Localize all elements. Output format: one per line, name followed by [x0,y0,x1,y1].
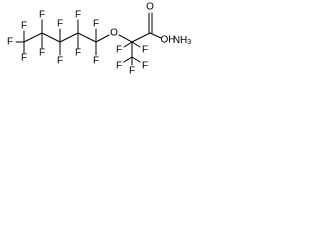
atom-f-cf3-right: F [142,61,148,72]
bond-calpha-ccooh [131,32,151,43]
atom-hydroxyl: OH [161,35,176,46]
atom-f-alpha-right: F [142,45,148,56]
bond-c-oh [149,32,162,39]
bond-c4-c5 [77,32,97,43]
atom-f-c2-top: F [39,10,45,21]
structure-diagram: F F F F F F F F F F F O F F F F F O OH N… [0,0,200,79]
atom-f-c2-bottom: F [39,48,45,59]
atom-f-c4-bottom: F [75,48,81,59]
bond-o-calpha [118,34,133,43]
atom-ether-oxygen: O [110,28,118,39]
atom-f-c4-top: F [75,10,81,21]
bond-calpha-f-right [131,41,141,48]
ammonia-label: NH [173,35,187,46]
atom-f-c3-top: F [57,19,63,30]
bond-cf3-f-left [123,56,133,63]
atom-f-c1-left: F [7,37,13,48]
bonds [15,12,162,66]
atom-f-c3-bottom: F [57,56,63,67]
ammonia-subscript: 3 [187,39,191,46]
bond-c3-c4 [59,32,79,43]
atom-f-c5-bottom: F [93,56,99,67]
bond-calpha-f-left [123,41,133,48]
atom-f-cf3-left: F [116,61,122,72]
atom-f-c5-top: F [93,19,99,30]
atom-f-c1-top: F [21,21,27,32]
atom-f-c1-bottom: F [21,53,27,64]
atom-ammonia: NH3 [173,35,191,46]
molecule-drawing: F F F F F F F F F F F O F F F F F O OH N… [7,2,191,77]
atom-labels: F F F F F F F F F F F O F F F F F O OH N… [7,2,191,77]
bond-c2-c3 [41,32,61,43]
bond-c1-c2 [23,32,43,43]
bond-cf3-f-right [131,56,141,63]
atom-carbonyl-oxygen: O [146,2,154,13]
atom-f-alpha-left: F [116,45,122,56]
atom-f-cf3-mid: F [129,66,135,77]
bond-c5-o [95,34,110,43]
